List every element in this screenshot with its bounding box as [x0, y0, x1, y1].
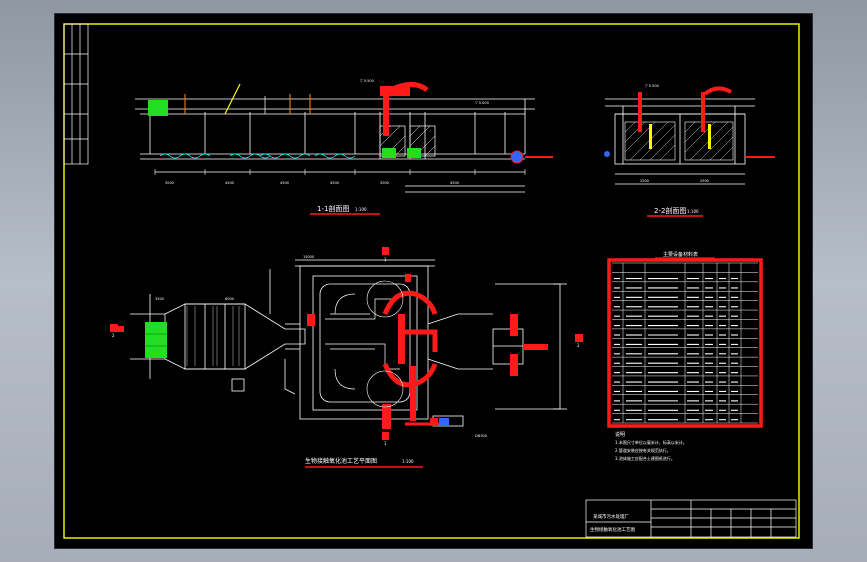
svg-text:4500: 4500 — [330, 181, 339, 185]
drawing-frame — [63, 23, 800, 539]
plan-title-group: 生物接触氧化池工艺平面图 1:100 — [305, 457, 423, 468]
notes-line-3: 3.池体施工应配合土建图纸进行。 — [615, 455, 675, 461]
section-2-2: ▽ 5.500 2500 2500 — [604, 84, 775, 185]
svg-text:6000: 6000 — [225, 297, 234, 301]
title-block: 某城市污水处理厂 生物接触氧化池工艺图 — [585, 499, 797, 538]
title-block-project: 某城市污水处理厂 — [593, 513, 629, 520]
section-1-1: ▽ 5.500 ▽ 5.000 3000 4500 4500 4500 3000… — [135, 79, 553, 193]
svg-text:4500: 4500 — [450, 181, 459, 185]
svg-text:4500: 4500 — [225, 181, 234, 185]
section-1-1-scale: 1:100 — [355, 207, 367, 212]
svg-text:▽ 5.500: ▽ 5.500 — [360, 79, 374, 83]
equipment-table-title: 主要设备材料表 — [663, 251, 698, 258]
notes: 说明 1.本图尺寸单位以毫米计，标高以米计。 2.管道安装应按有关规范执行。 3… — [615, 431, 687, 461]
section-marker-1-bottom: 1 — [384, 441, 387, 446]
title-block-drawing-name: 生物接触氧化池工艺图 — [590, 526, 635, 533]
plan-view: 1 1 2 2 — [110, 247, 583, 446]
section-marker-2-right: 2 — [577, 343, 580, 348]
section-1-1-title-group: 1-1剖面图 1:100 — [310, 204, 380, 215]
section-2-2-title: 2-2剖面图 — [654, 206, 686, 215]
left-binding-strip — [63, 23, 89, 165]
section-2-2-scale: 1:100 — [687, 209, 699, 214]
svg-text:▽ 5.500: ▽ 5.500 — [645, 84, 659, 88]
svg-text:▽ 5.000: ▽ 5.000 — [475, 101, 489, 105]
section-marker-1-top: 1 — [384, 257, 387, 262]
notes-line-1: 1.本图尺寸单位以毫米计，标高以米计。 — [615, 439, 687, 445]
drawing-sheet: ▽ 5.500 ▽ 5.000 3000 4500 4500 4500 3000… — [55, 14, 812, 548]
svg-text:4500: 4500 — [280, 181, 289, 185]
svg-text:2500: 2500 — [640, 179, 649, 183]
svg-text:DN300: DN300 — [475, 434, 487, 438]
svg-text:3500: 3500 — [155, 297, 164, 301]
equipment-table: 主要设备材料表 — [607, 251, 763, 428]
plan-scale: 1:100 — [402, 459, 414, 464]
cad-drawing: ▽ 5.500 ▽ 5.000 3000 4500 4500 4500 3000… — [63, 23, 800, 539]
plan-title: 生物接触氧化池工艺平面图 — [305, 457, 377, 465]
svg-text:15000: 15000 — [303, 255, 314, 259]
svg-text:2500: 2500 — [700, 179, 709, 183]
notes-line-2: 2.管道安装应按有关规范执行。 — [615, 447, 671, 453]
svg-text:3000: 3000 — [165, 181, 174, 185]
equipment-table-grid — [612, 262, 758, 424]
svg-text:3000: 3000 — [380, 181, 389, 185]
section-1-1-title: 1-1剖面图 — [317, 204, 349, 213]
section-2-2-title-group: 2-2剖面图 1:100 — [647, 206, 703, 217]
section-marker-2-left: 2 — [112, 333, 115, 338]
notes-heading: 说明 — [615, 431, 625, 438]
